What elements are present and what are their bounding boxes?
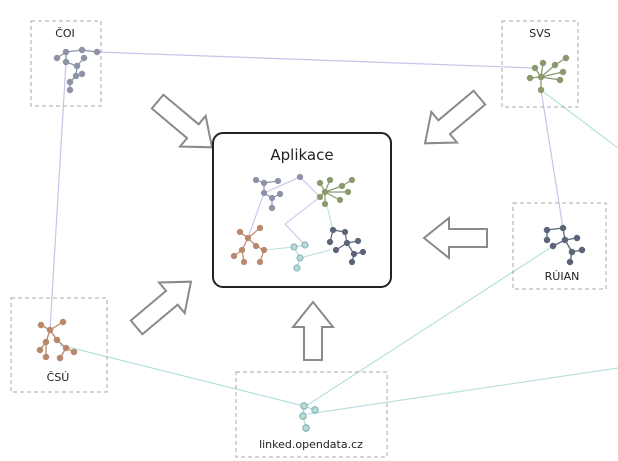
node	[302, 424, 310, 432]
node	[543, 236, 551, 244]
box-svs	[501, 20, 579, 108]
arrow-from-ruian	[422, 215, 488, 261]
box-csu	[10, 297, 108, 393]
node	[80, 54, 88, 62]
node	[537, 73, 545, 81]
app-graph-csu	[230, 224, 268, 266]
app-graph-links	[247, 176, 334, 259]
link-coi-csu	[49, 61, 67, 331]
arrow-from-linked	[290, 300, 336, 361]
node	[543, 226, 551, 234]
node	[59, 318, 67, 326]
link-linked-ruian	[305, 245, 554, 407]
node	[53, 336, 61, 344]
node	[46, 326, 54, 334]
node	[573, 234, 581, 242]
node	[578, 246, 586, 254]
box-linked	[235, 371, 388, 458]
node	[537, 86, 545, 94]
node	[56, 354, 64, 362]
node	[556, 76, 564, 84]
node	[42, 338, 50, 346]
node	[531, 64, 539, 72]
node	[66, 78, 74, 86]
node	[53, 54, 61, 62]
arrow-from-csu	[129, 280, 193, 336]
node	[566, 258, 574, 266]
node	[299, 412, 307, 420]
node	[73, 62, 81, 70]
node	[526, 74, 534, 82]
graph-ruian	[543, 224, 586, 266]
node	[539, 59, 547, 67]
label-app: Aplikace	[270, 146, 333, 164]
node	[42, 353, 50, 361]
label-coi: ČOI	[55, 27, 75, 40]
graph-linked	[299, 402, 319, 432]
label-csu: ČSÚ	[47, 371, 70, 384]
node	[72, 72, 80, 80]
node	[62, 58, 70, 66]
label-svs: SVS	[529, 27, 551, 40]
node	[66, 86, 74, 94]
node	[568, 248, 576, 256]
box-coi	[30, 20, 102, 107]
label-linked: linked.opendata.cz	[259, 438, 363, 451]
app-graph-linked	[290, 241, 309, 272]
node	[62, 344, 70, 352]
node	[78, 70, 86, 78]
node	[70, 348, 78, 356]
node	[549, 242, 557, 250]
app-graph-svs	[316, 176, 356, 208]
node	[562, 54, 570, 62]
arrow-from-svs	[423, 89, 487, 145]
arrows	[129, 89, 488, 361]
node	[311, 406, 319, 414]
node	[559, 224, 567, 232]
node	[561, 236, 569, 244]
app-graph-coi	[252, 173, 304, 212]
node	[78, 46, 86, 54]
link-coi-svs	[96, 51, 536, 69]
node	[37, 321, 45, 329]
link-svs-ruian	[540, 89, 564, 229]
box-ruian	[512, 202, 607, 290]
app-graph-ruian	[326, 226, 367, 266]
node	[551, 61, 559, 69]
cross-links	[49, 51, 618, 415]
link-linked-edge	[307, 367, 618, 415]
graph-svs	[526, 54, 570, 94]
arrow-from-coi	[150, 93, 214, 149]
link-svs-edge	[540, 89, 618, 149]
node	[559, 68, 567, 76]
node	[300, 402, 308, 410]
node	[93, 48, 101, 56]
graph-csu	[36, 318, 78, 362]
label-ruian: RÚIAN	[545, 270, 580, 283]
node	[62, 48, 70, 56]
link-csu-linked	[59, 344, 305, 407]
node	[36, 346, 44, 354]
graph-coi	[53, 46, 101, 94]
source-boxes	[10, 20, 607, 458]
